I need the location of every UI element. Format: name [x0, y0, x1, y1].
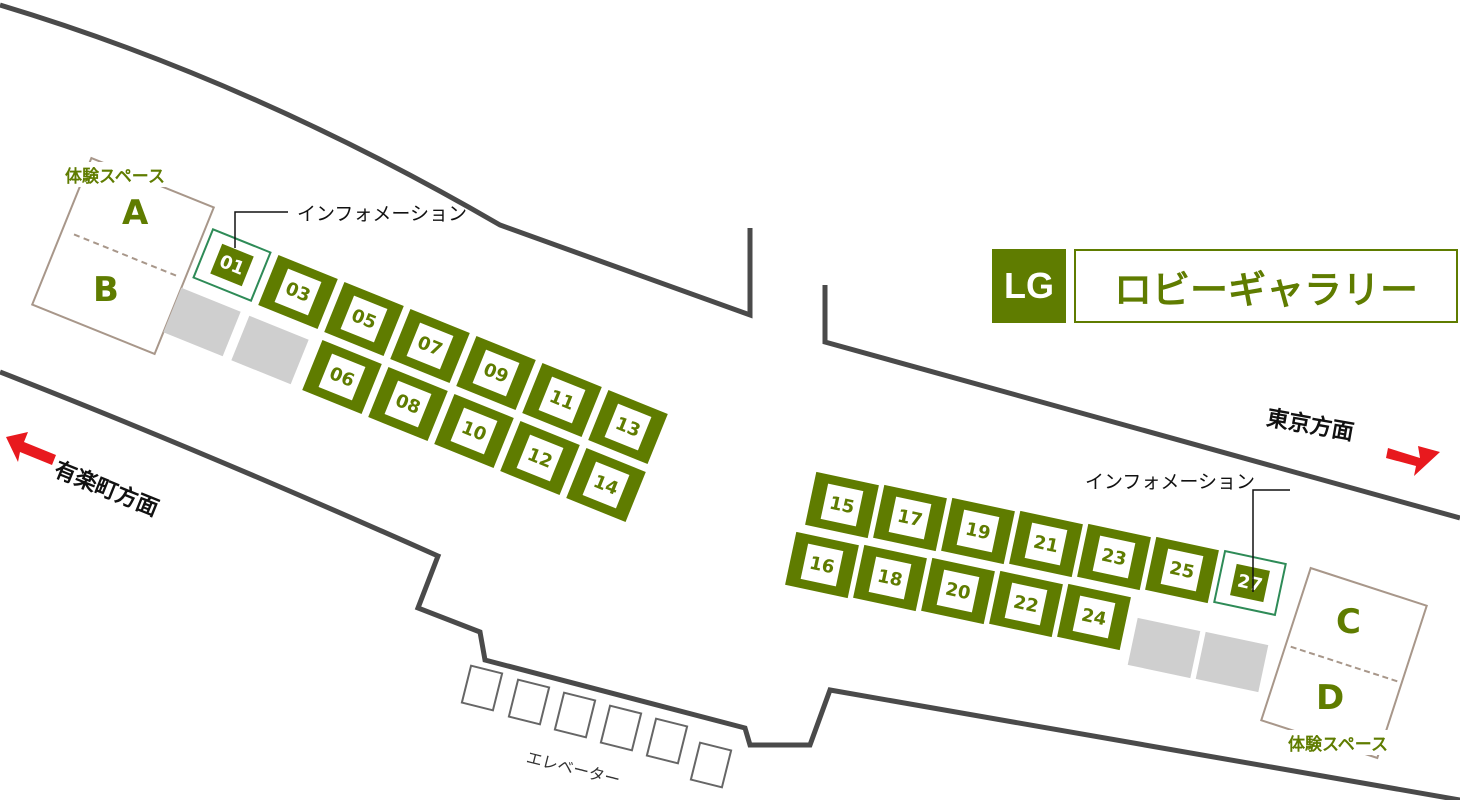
area-title-text: ロビーギャラリー — [1113, 267, 1418, 312]
space-b: B — [93, 270, 119, 310]
info-label-left: インフォメーション — [297, 203, 468, 225]
wall-bottom-left — [0, 369, 1460, 800]
level-badge: LG — [992, 249, 1066, 323]
space-c: C — [1336, 602, 1361, 642]
arrow-left-icon — [6, 432, 56, 465]
info-label-right: インフォメーション — [1085, 471, 1256, 493]
arrow-right-icon — [1386, 446, 1440, 476]
space-a: A — [122, 193, 149, 233]
wall-top-right — [822, 285, 1460, 521]
area-title: ロビーギャラリー — [1074, 249, 1458, 323]
wall-top-left — [0, 2, 753, 319]
experience-space-label-left: 体験スペース — [62, 162, 168, 187]
experience-space-label-right: 体験スペース — [1285, 730, 1391, 755]
space-d: D — [1316, 678, 1345, 718]
level-text: LG — [1004, 265, 1054, 306]
